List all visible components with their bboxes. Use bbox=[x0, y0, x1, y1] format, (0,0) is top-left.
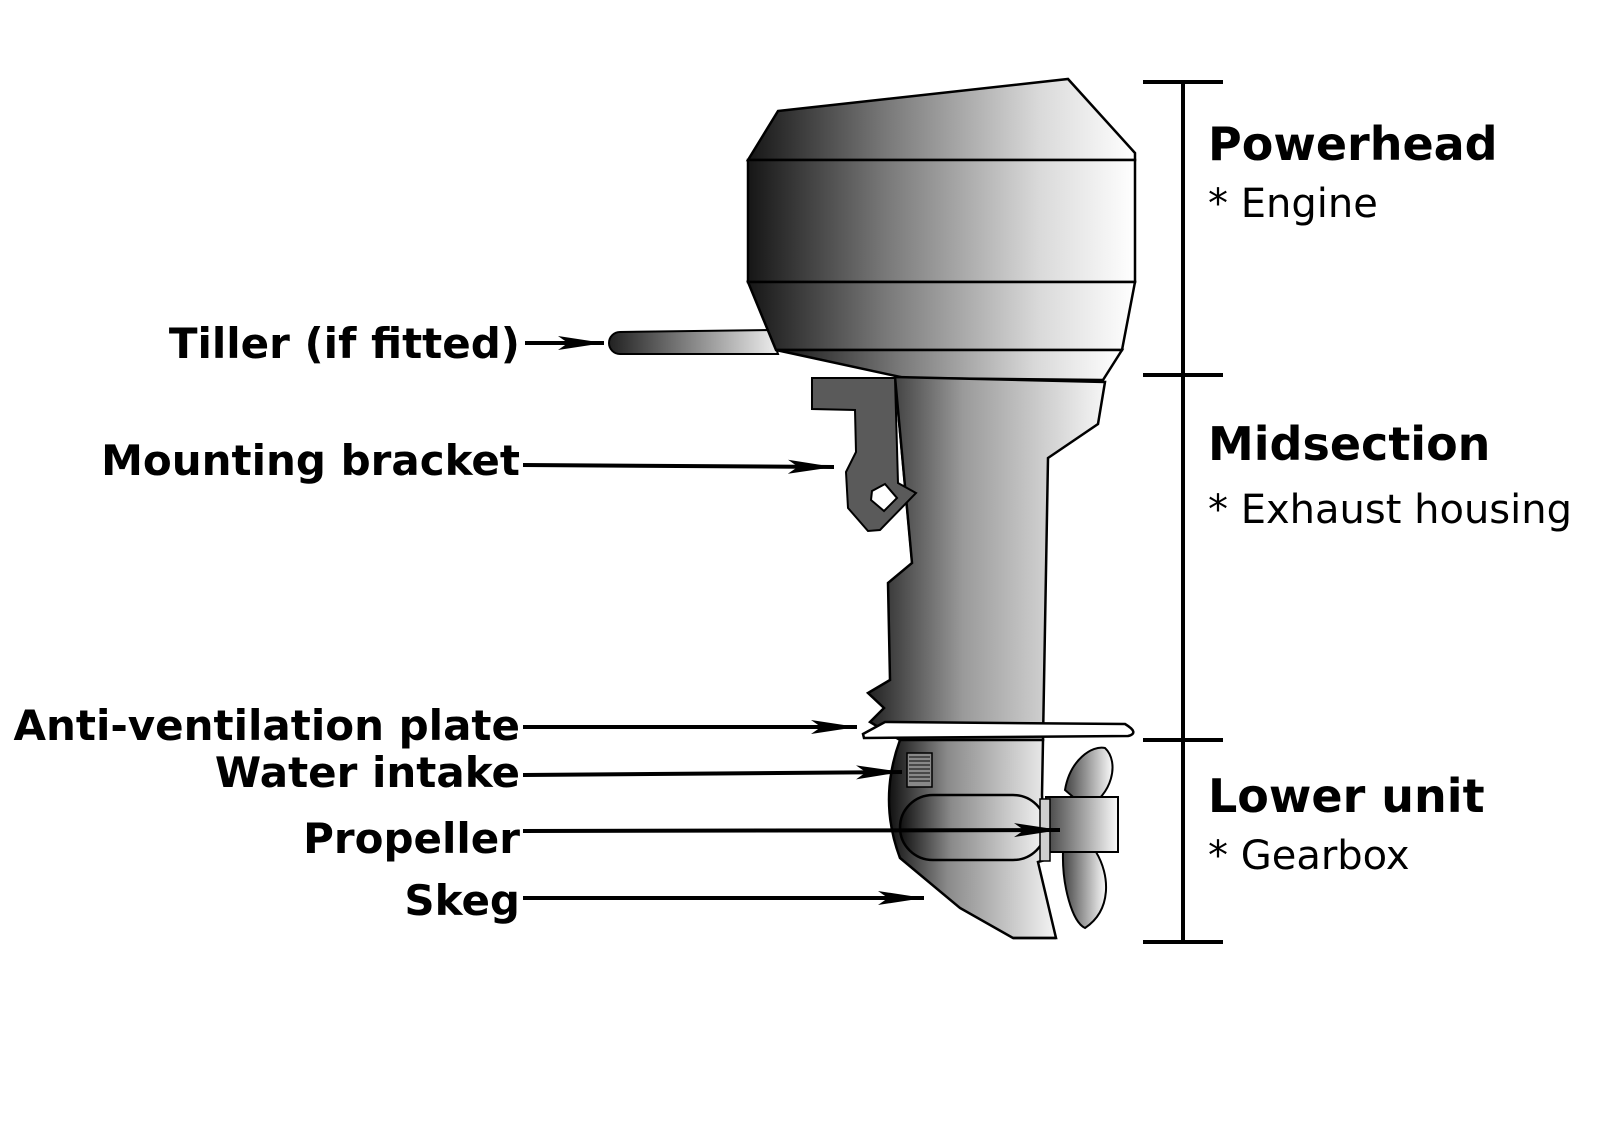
water-intake-arrow bbox=[522, 765, 903, 780]
propeller bbox=[1039, 746, 1119, 930]
anti-ventilation-plate bbox=[861, 720, 1135, 740]
section-sub-lower-unit: * Gearbox bbox=[1208, 833, 1410, 879]
section-sub-powerhead: * Engine bbox=[1208, 181, 1378, 227]
tiller-handle bbox=[608, 328, 780, 355]
mounting-bracket bbox=[811, 377, 918, 533]
section-title-lower-unit: Lower unit bbox=[1208, 769, 1485, 823]
leader-arrows bbox=[522, 336, 1061, 905]
section-brackets bbox=[1143, 80, 1223, 944]
label-tiller: Tiller (if fitted) bbox=[168, 319, 520, 368]
powerhead-cowling bbox=[745, 77, 1137, 382]
label-propeller: Propeller bbox=[303, 814, 520, 863]
section-title-midsection: Midsection bbox=[1208, 417, 1491, 471]
section-title-powerhead: Powerhead bbox=[1208, 117, 1498, 171]
mounting-bracket-arrow bbox=[522, 459, 835, 474]
water-intake-grille bbox=[906, 752, 933, 788]
propeller-arrow bbox=[522, 823, 1061, 838]
label-water-intake: Water intake bbox=[214, 748, 520, 797]
label-anti-ventilation-plate: Anti-ventilation plate bbox=[13, 701, 520, 750]
section-sub-midsection: * Exhaust housing bbox=[1208, 487, 1572, 533]
midsection-housing bbox=[865, 375, 1107, 742]
label-mounting-bracket: Mounting bracket bbox=[101, 436, 520, 485]
label-skeg: Skeg bbox=[404, 876, 520, 925]
